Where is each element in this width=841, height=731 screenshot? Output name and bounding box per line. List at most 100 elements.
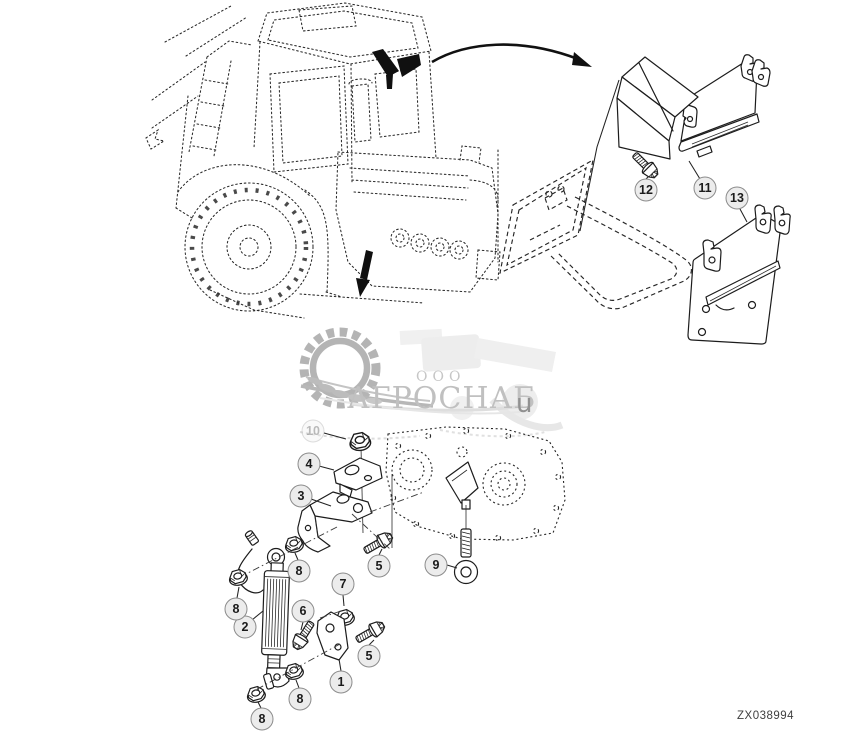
callout-leaders — [236, 160, 748, 709]
plate-rib-line — [709, 265, 777, 302]
part-6-bolt — [288, 617, 319, 653]
callout-13: 13 — [725, 186, 749, 210]
housing-boss-right — [482, 462, 526, 506]
bracket-3-bend-line — [314, 515, 319, 538]
callout-1-label: 1 — [338, 675, 345, 689]
tractor-sketch — [145, 2, 501, 319]
part-13-plate — [687, 204, 791, 345]
bracket-3-hole — [352, 502, 364, 514]
plate-4-body — [333, 457, 383, 491]
part-4-plate — [333, 457, 383, 498]
strut-barrel — [261, 562, 290, 669]
watermark-swirl-2 — [439, 429, 546, 438]
callout-6-label: 6 — [300, 604, 307, 618]
callout-11: 11 — [693, 176, 717, 200]
callout-8b-label: 8 — [233, 602, 240, 616]
gear-wheat-icon — [299, 327, 524, 415]
harvester-wheel-shape — [502, 384, 538, 420]
callout-8c-label: 8 — [297, 692, 304, 706]
bracket-hook-tab-2 — [751, 59, 771, 87]
mount-tube-loop — [548, 196, 692, 310]
wheat-leaf — [366, 397, 382, 405]
callout-12-label: 12 — [639, 183, 653, 197]
callout-5b: 5 — [357, 644, 381, 668]
bracket-3-side-hole — [304, 524, 312, 532]
part-3-bracket — [297, 491, 373, 553]
part-11-bracket — [616, 54, 771, 160]
watermark: ООО АГРОСНАБ u — [299, 327, 564, 440]
callout-9: 9 — [424, 553, 448, 577]
black-arrow-marker-icon — [372, 49, 421, 89]
plate-body — [687, 213, 782, 345]
plate-hole — [697, 327, 707, 337]
callout-8c: 8 — [288, 687, 312, 711]
left-tab-hole — [686, 115, 694, 123]
strut-rod-end — [267, 654, 281, 669]
curved-arrow-icon — [431, 43, 592, 67]
tab-hole — [708, 256, 716, 264]
callout-5b-label: 5 — [366, 649, 373, 663]
harvester-silhouette — [399, 328, 564, 431]
mount-leader-line — [579, 79, 620, 232]
mount-location-sketch — [497, 79, 692, 310]
harvester-auger-shape — [489, 397, 564, 431]
callout-7: 7 — [331, 572, 355, 596]
callout-8a: 8 — [287, 559, 311, 583]
housing-boss-right-hub — [497, 477, 511, 491]
callout-3-label: 3 — [298, 489, 305, 503]
wheat-leaf — [348, 394, 366, 402]
callout-10-label: 10 — [306, 424, 320, 438]
wheat-leaf — [318, 383, 336, 393]
housing-bolt-holes — [389, 427, 562, 542]
callout-8d: 8 — [250, 707, 274, 731]
plate-1-body — [316, 611, 349, 661]
strut-top-eye-hole — [271, 552, 281, 562]
strut-fitting — [244, 530, 260, 546]
plate-4-slot — [344, 464, 360, 476]
plate-detent — [715, 304, 735, 311]
tractor-roof — [257, 2, 432, 65]
housing-boss-left-inner — [399, 457, 425, 483]
callout-6: 6 — [291, 599, 315, 623]
callout-5a: 5 — [367, 554, 391, 578]
wheat-stem — [300, 384, 434, 408]
callout-8b: 8 — [224, 597, 248, 621]
callout-8a-label: 8 — [296, 564, 303, 578]
callout-13-label: 13 — [730, 191, 744, 205]
harvester-header-shape — [474, 338, 556, 372]
tractor-engine-cylinders — [390, 228, 469, 260]
housing-clevis — [445, 461, 479, 504]
watermark-name: АГРОСНАБ — [347, 381, 536, 416]
callout-3: 3 — [289, 484, 313, 508]
callout-9-label: 9 — [433, 558, 440, 572]
part-10-nut — [347, 430, 373, 453]
tractor-body — [175, 95, 425, 319]
flange-slot — [691, 121, 749, 148]
housing-boss-left — [391, 449, 433, 491]
callout-8d-label: 8 — [259, 712, 266, 726]
bracket-3-slot — [336, 494, 350, 504]
wheat-leaf — [332, 389, 350, 399]
callout-2: 2 — [233, 615, 257, 639]
callout-12: 12 — [634, 178, 658, 202]
drawing-number: ZX038994 — [737, 710, 794, 722]
clevis-pin — [263, 673, 275, 690]
mount-panel — [499, 158, 594, 275]
callout-11-label: 11 — [698, 181, 711, 195]
eyebolt-thread — [460, 528, 472, 558]
callout-10: 10 — [301, 419, 325, 443]
engine-location-arrow-icon — [356, 250, 373, 297]
watermark-suffix: u — [516, 389, 532, 419]
housing-boss-right-inner — [490, 470, 518, 498]
wheat-echo-2 — [319, 397, 521, 415]
callouts: 1 2 3 4 5 5 6 7 8 8 8 8 9 10 11 12 13 — [224, 176, 749, 731]
mount-panel-hole — [557, 185, 565, 193]
plate-rib — [705, 260, 781, 306]
part-2-gas-strut — [237, 530, 290, 690]
callout-1: 1 — [329, 670, 353, 694]
wheat-leaf — [307, 377, 323, 385]
callout-5a-label: 5 — [376, 559, 383, 573]
tab-hole — [778, 219, 786, 227]
